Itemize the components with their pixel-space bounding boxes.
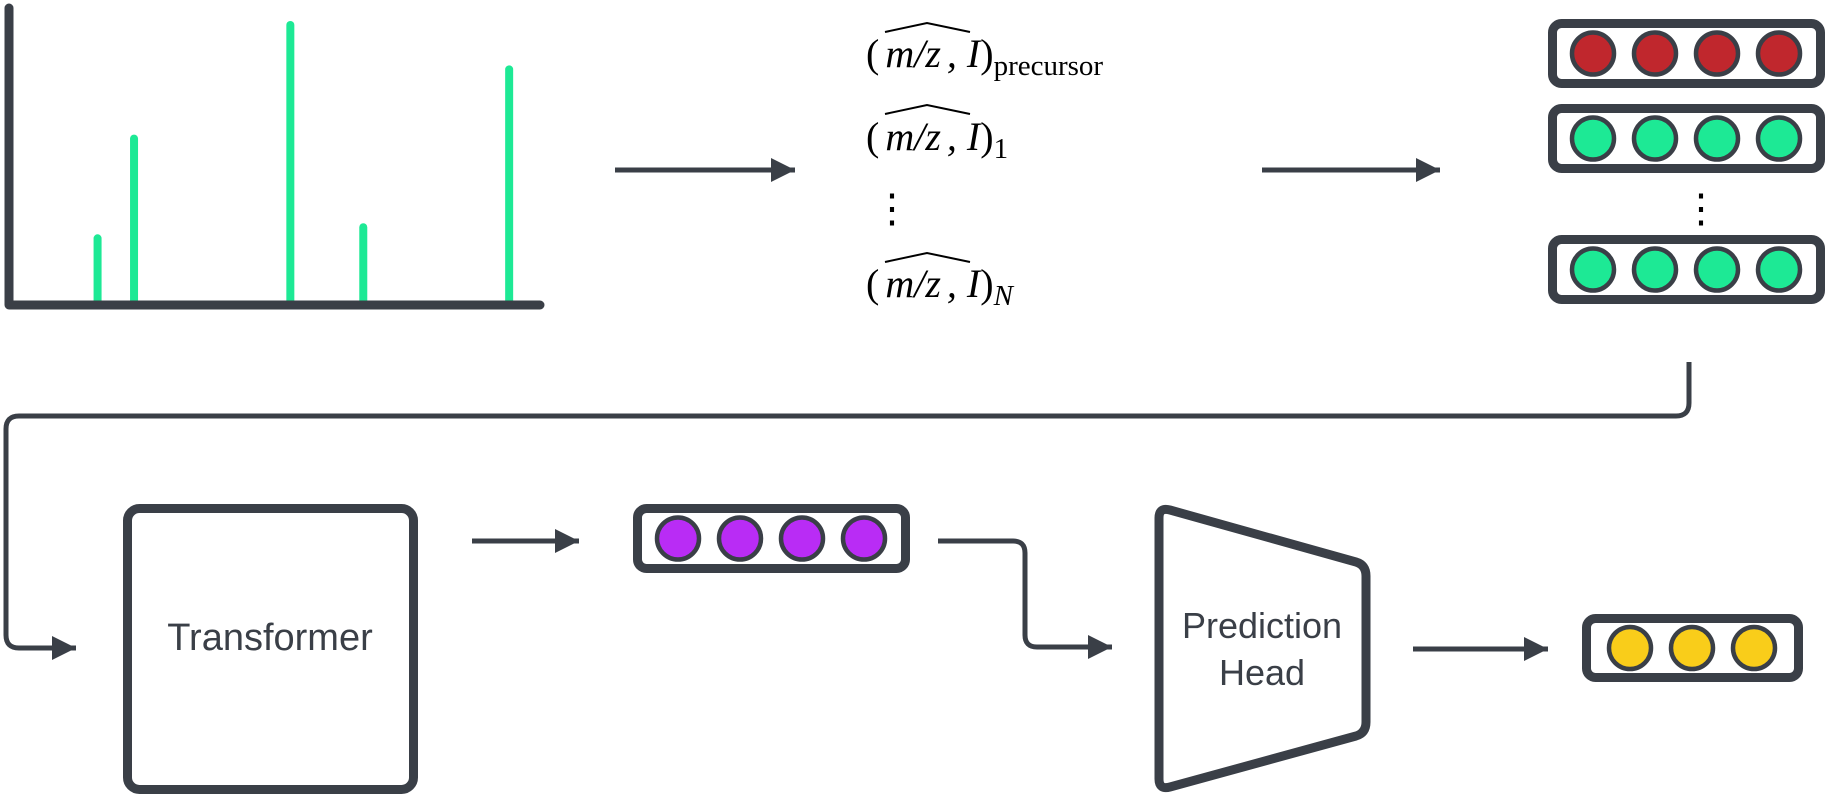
embedding-row-precursor: [1548, 19, 1825, 88]
embedding-precursor-unit: [1569, 30, 1617, 77]
embedding-peak-unit: [1755, 115, 1803, 162]
embedding-precursor-frame: [1548, 19, 1825, 88]
embedding-peak-unit: [1569, 115, 1617, 162]
transformer-output-frame: [633, 504, 910, 573]
mass-spectrum: [4, 3, 545, 310]
embedding-peak-unit: [1755, 246, 1803, 293]
transformer-label: Transformer: [167, 617, 373, 659]
embedding-precursor-unit: [1755, 30, 1803, 77]
transformer-output-unit: [778, 515, 826, 562]
token-n: (m/z, I)N: [866, 251, 1015, 312]
token-1: (m/z, I)1: [866, 103, 1008, 165]
peak-token-list: (m/z, I)precursor (m/z, I)1 ⋮ (m/z, I)N: [866, 21, 1103, 312]
intensity-symbol: , I: [947, 261, 982, 306]
svg-text:(m/z, I)N: (m/z, I)N: [866, 261, 1015, 312]
embedding-peak-unit: [1569, 246, 1617, 293]
embedding-ellipsis: ⋮: [1681, 186, 1721, 231]
transformer-box: [123, 504, 418, 794]
transformer-output-unit: [654, 515, 702, 562]
intensity-symbol: , I: [947, 114, 982, 159]
embedding-precursor-unit: [1631, 30, 1679, 77]
mz-symbol: m/z: [885, 114, 941, 159]
prediction-head-block: Prediction Head: [1154, 504, 1371, 793]
embedding-row-peak-1: [1548, 104, 1825, 173]
spectrum-axes: [4, 3, 545, 310]
token-ellipsis: ⋮: [872, 186, 912, 231]
transformer-block: Transformer: [123, 504, 418, 794]
mz-symbol: m/z: [885, 31, 941, 76]
embedding-peak-unit: [1631, 246, 1679, 293]
input-embeddings: ⋮: [1548, 19, 1825, 304]
subscript-n: N: [993, 280, 1015, 312]
prediction-output-vector: [1582, 614, 1803, 682]
prediction-head-label-line2: Head: [1219, 652, 1305, 693]
svg-text:(m/z, I)precursor: (m/z, I)precursor: [866, 31, 1103, 82]
hat-accent: [884, 103, 971, 115]
embedding-peak-frame: [1548, 235, 1825, 304]
intensity-symbol: , I: [947, 31, 982, 76]
prediction-head-trapezoid: [1154, 504, 1371, 793]
prediction-output-unit: [1730, 624, 1778, 672]
subscript-1: 1: [994, 133, 1009, 165]
embedding-peak-unit: [1693, 246, 1741, 293]
mz-symbol: m/z: [885, 261, 941, 306]
hat-accent: [884, 21, 971, 33]
hat-accent: [884, 251, 971, 263]
connector-embedding-to-prediction-head: [938, 538, 1112, 660]
transformer-output-unit: [716, 515, 764, 562]
open-paren: (: [866, 31, 879, 76]
spectrum-peaks: [93, 21, 514, 306]
embedding-peak-unit: [1693, 115, 1741, 162]
embedding-peak-unit: [1631, 115, 1679, 162]
prediction-output-unit: [1668, 624, 1716, 672]
transformer-output-embedding: [633, 504, 910, 573]
prediction-head-label-line1: Prediction: [1182, 605, 1342, 646]
connector-embeddings-to-transformer: [3, 362, 1692, 661]
transformer-output-unit: [840, 515, 888, 562]
svg-text:(m/z, I)1: (m/z, I)1: [866, 114, 1008, 165]
prediction-output-unit: [1606, 624, 1654, 672]
subscript-precursor: precursor: [994, 50, 1104, 82]
embedding-peak-frame: [1548, 104, 1825, 173]
embedding-row-peak-n: [1548, 235, 1825, 304]
close-paren: ): [980, 31, 993, 76]
embedding-precursor-unit: [1693, 30, 1741, 77]
token-precursor: (m/z, I)precursor: [866, 21, 1103, 82]
